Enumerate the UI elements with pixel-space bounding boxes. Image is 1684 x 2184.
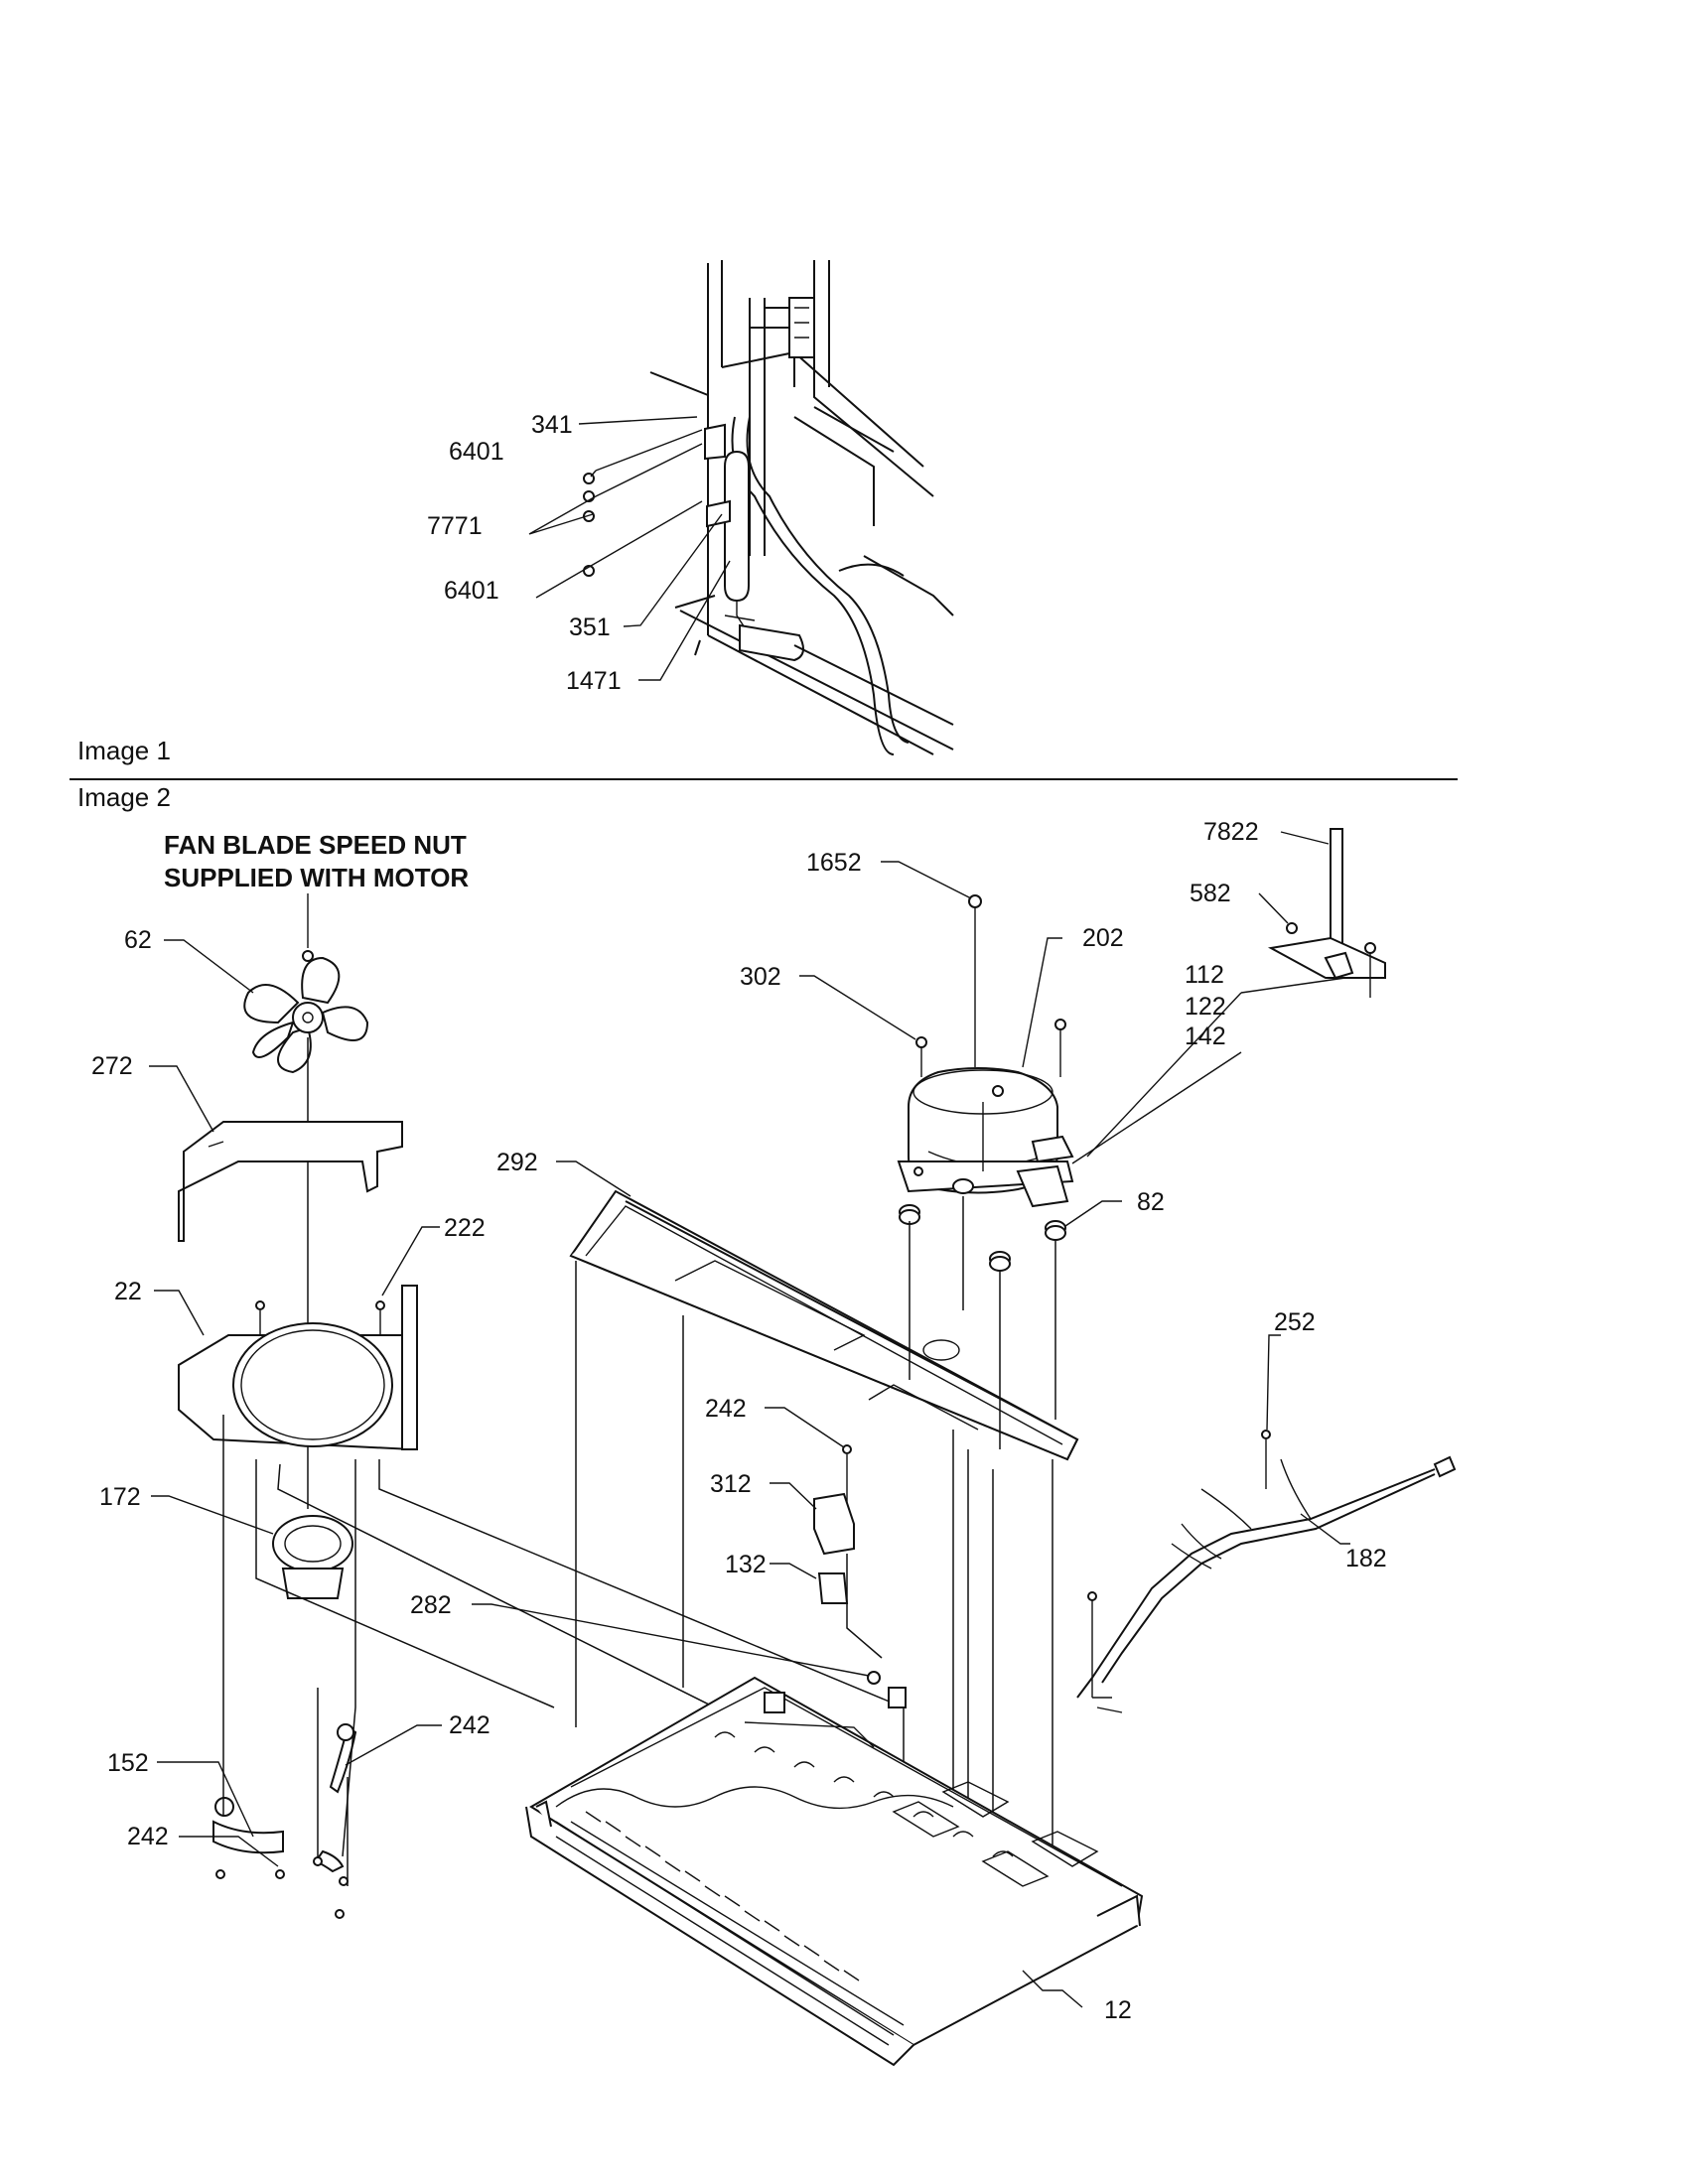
callout-242-mid-left: 242 <box>449 1711 491 1739</box>
callout-242-middle: 242 <box>705 1395 747 1423</box>
callout-142: 142 <box>1185 1023 1226 1050</box>
callout-351: 351 <box>569 614 611 641</box>
callout-1471: 1471 <box>566 667 622 695</box>
caption-image1: Image 1 <box>77 736 171 765</box>
callout-582: 582 <box>1190 880 1231 907</box>
callout-6401-upper: 6401 <box>449 438 504 466</box>
callout-312: 312 <box>710 1470 752 1498</box>
callout-112: 112 <box>1185 961 1224 989</box>
callout-1652: 1652 <box>806 849 862 877</box>
fan-blade <box>243 950 369 1074</box>
note-line2: SUPPLIED WITH MOTOR <box>164 863 469 892</box>
callout-292: 292 <box>496 1149 538 1176</box>
callout-7771: 7771 <box>427 512 483 540</box>
compressor-bracket <box>1267 828 1386 998</box>
callout-272: 272 <box>91 1052 133 1080</box>
drain-pan <box>569 1189 1079 1461</box>
overload-132 <box>817 1572 849 1604</box>
wire-harness <box>1076 1430 1457 1713</box>
callout-242-bottom-left: 242 <box>127 1823 169 1850</box>
callout-172: 172 <box>99 1483 141 1511</box>
strap-right <box>329 1725 357 1794</box>
callout-302: 302 <box>740 963 781 991</box>
motor-bracket <box>178 1285 418 1451</box>
image1-illustration <box>583 260 954 755</box>
caption-image2: Image 2 <box>77 782 171 812</box>
callout-182: 182 <box>1345 1545 1387 1572</box>
callout-222: 222 <box>444 1214 486 1242</box>
image1-callouts: 341 6401 7771 6401 351 1471 <box>427 411 622 695</box>
callout-132: 132 <box>725 1551 767 1578</box>
strap-left <box>212 1820 284 1854</box>
callout-12: 12 <box>1104 1996 1132 2024</box>
compressor <box>897 1067 1074 1208</box>
callout-282: 282 <box>410 1591 452 1619</box>
callout-252: 252 <box>1274 1308 1316 1336</box>
callout-22: 22 <box>114 1278 142 1305</box>
fan-motor <box>272 1515 353 1599</box>
callout-202: 202 <box>1082 924 1124 952</box>
image2-callouts: 62 272 222 22 172 152 242 242 1652 302 2… <box>91 818 1387 2024</box>
callout-122: 122 <box>1185 993 1226 1021</box>
fan-shroud <box>178 1121 403 1242</box>
image2-illustration <box>178 828 1457 2067</box>
relay-312 <box>813 1492 855 1556</box>
image1-leaders <box>528 416 731 681</box>
callout-62: 62 <box>124 926 152 954</box>
callout-341: 341 <box>531 411 573 439</box>
callout-152: 152 <box>107 1749 149 1777</box>
base-tray <box>525 1676 1144 2067</box>
callout-6401-lower: 6401 <box>444 577 499 605</box>
note-line1: FAN BLADE SPEED NUT <box>164 830 467 860</box>
image2-leaders <box>149 831 1350 2008</box>
callout-7822: 7822 <box>1203 818 1259 846</box>
callout-82: 82 <box>1137 1188 1165 1216</box>
